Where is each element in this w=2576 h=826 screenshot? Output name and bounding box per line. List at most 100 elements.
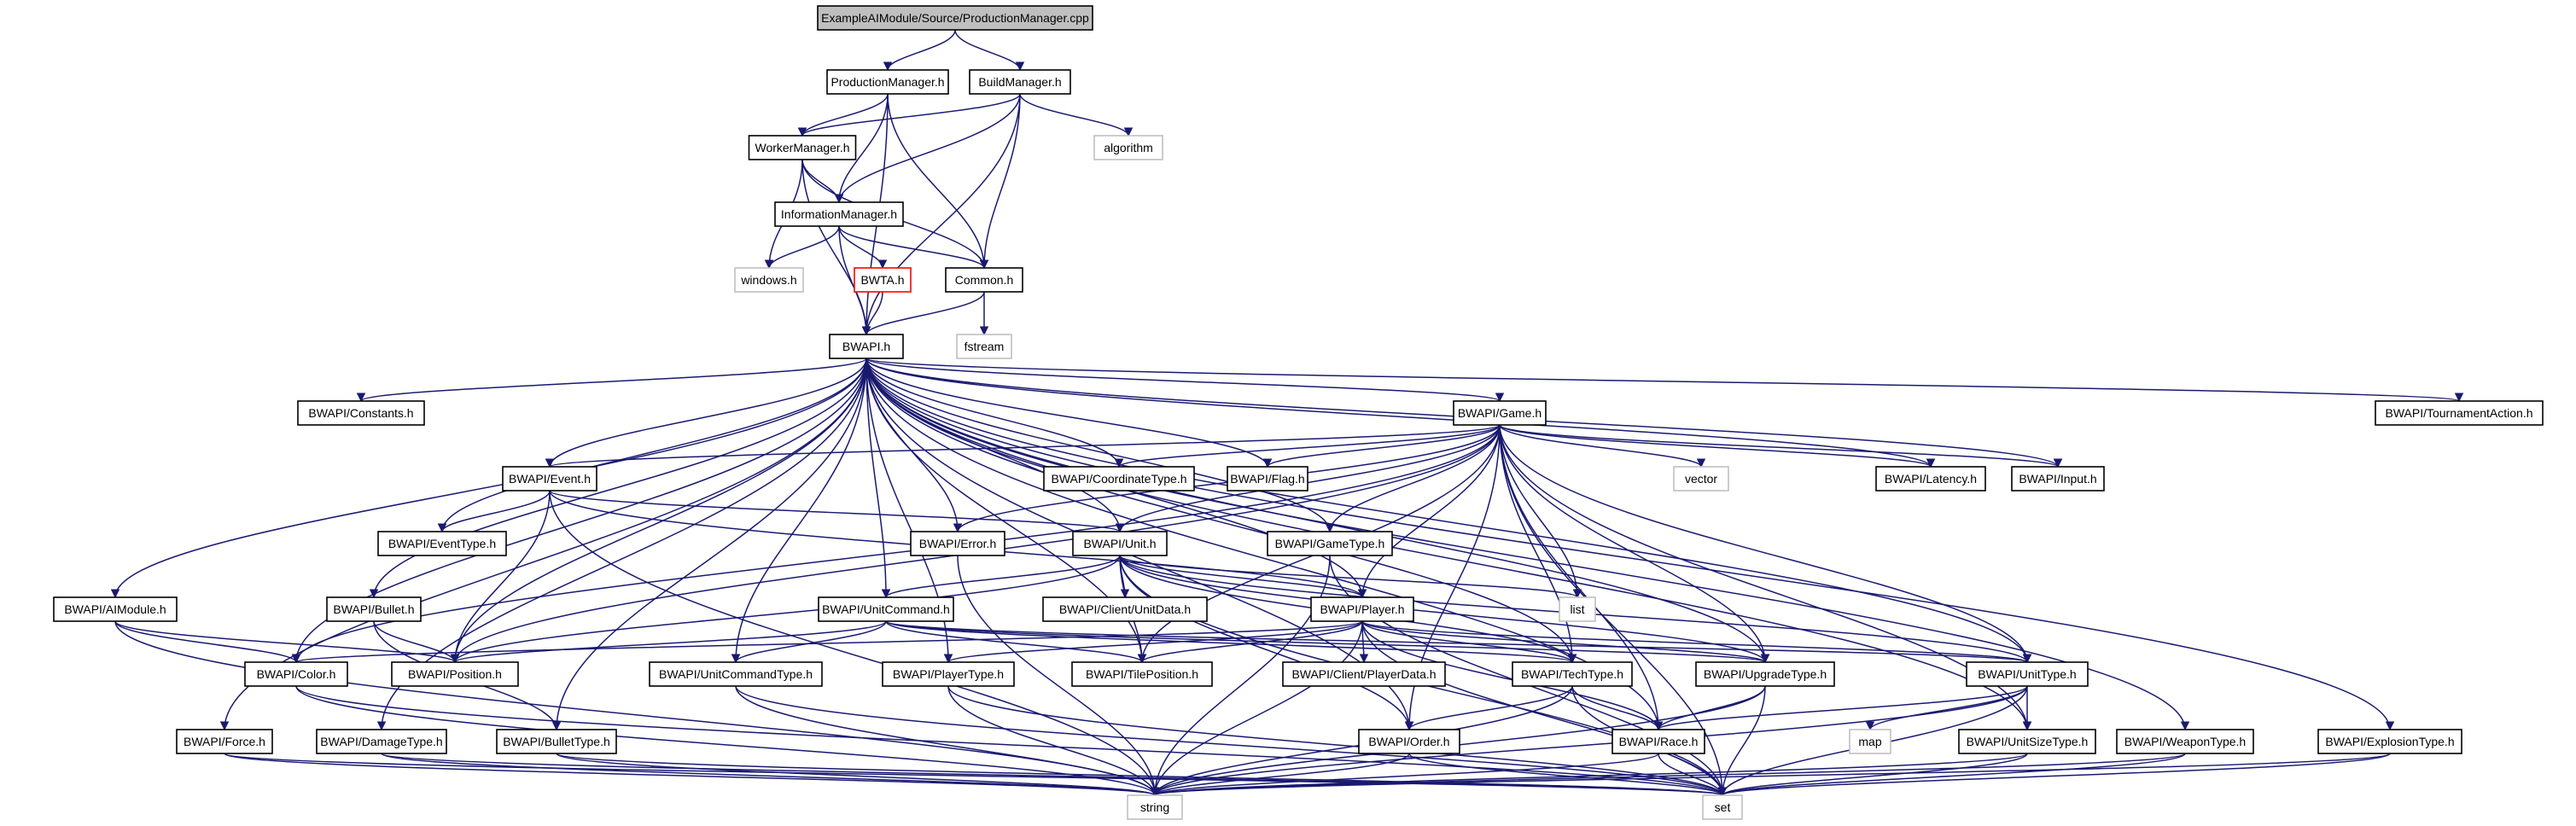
node-list[interactable]: list bbox=[1559, 596, 1596, 622]
node-workermgr[interactable]: WorkerManager.h bbox=[748, 135, 857, 160]
edge-infomgr-to-common bbox=[838, 225, 989, 270]
node-bullet[interactable]: BWAPI/Bullet.h bbox=[326, 596, 422, 622]
node-tournament[interactable]: BWAPI/TournamentAction.h bbox=[2375, 400, 2544, 426]
node-bwta[interactable]: BWTA.h bbox=[854, 267, 912, 293]
edge-techtype-to-race bbox=[1571, 685, 1664, 731]
edge-race-to-string bbox=[1151, 753, 1659, 797]
node-latency-label: BWAPI/Latency.h bbox=[1885, 472, 1977, 486]
node-windows[interactable]: windows.h bbox=[734, 267, 804, 293]
edge-playertype-to-string bbox=[947, 685, 1160, 797]
node-constants[interactable]: BWAPI/Constants.h bbox=[297, 400, 425, 426]
node-playertype[interactable]: BWAPI/PlayerType.h bbox=[882, 661, 1015, 687]
node-set[interactable]: set bbox=[1702, 794, 1743, 820]
edge-buildmgr-to-common bbox=[979, 93, 1021, 270]
node-upgradetype[interactable]: BWAPI/UpgradeType.h bbox=[1695, 661, 1835, 687]
node-player[interactable]: BWAPI/Player.h bbox=[1310, 596, 1414, 622]
node-coordtype-label: BWAPI/CoordinateType.h bbox=[1051, 472, 1186, 486]
edge-unit-to-list bbox=[1119, 555, 1582, 599]
edge-game-to-flag bbox=[1262, 424, 1501, 468]
node-fstream[interactable]: fstream bbox=[956, 334, 1012, 359]
node-clientplayer-box bbox=[1282, 661, 1446, 687]
node-clientplayer[interactable]: BWAPI/Client/PlayerData.h bbox=[1282, 661, 1446, 687]
node-explosion[interactable]: BWAPI/ExplosionType.h bbox=[2317, 729, 2462, 754]
node-unitsize[interactable]: BWAPI/UnitSizeType.h bbox=[1958, 729, 2096, 754]
node-bwapi[interactable]: BWAPI.h bbox=[829, 334, 904, 359]
node-eventtype[interactable]: BWAPI/EventType.h bbox=[377, 531, 507, 556]
node-string-label: string bbox=[1140, 800, 1169, 814]
edge-game-to-order bbox=[1404, 424, 1501, 731]
edge-unitcommand-to-unittype bbox=[885, 620, 2031, 664]
node-root[interactable]: ExampleAIModule/Source/ProductionManager… bbox=[817, 5, 1093, 31]
node-map-label: map bbox=[1858, 735, 1881, 748]
edge-unit-to-position bbox=[450, 555, 1121, 664]
node-infomgr[interactable]: InformationManager.h bbox=[774, 201, 904, 227]
edge-bullettype-to-string bbox=[556, 753, 1159, 797]
node-bwapi-label: BWAPI.h bbox=[842, 340, 890, 353]
node-vector-box bbox=[1673, 466, 1729, 492]
node-workermgr-label: WorkerManager.h bbox=[755, 141, 849, 154]
edge-game-to-event bbox=[545, 424, 1501, 468]
node-tournament-label: BWAPI/TournamentAction.h bbox=[2385, 406, 2532, 420]
node-vector[interactable]: vector bbox=[1673, 466, 1729, 492]
node-race[interactable]: BWAPI/Race.h bbox=[1611, 729, 1705, 754]
node-fstream-box bbox=[956, 334, 1012, 359]
edge-bwapi-to-bullettype bbox=[551, 358, 867, 731]
edge-game-to-color bbox=[291, 424, 1501, 664]
node-unittype[interactable]: BWAPI/UnitType.h bbox=[1966, 661, 2089, 687]
node-position-label: BWAPI/Position.h bbox=[408, 667, 502, 681]
node-prodmgr[interactable]: ProductionManager.h bbox=[826, 69, 949, 95]
node-unitcommand[interactable]: BWAPI/UnitCommand.h bbox=[818, 596, 954, 622]
node-aimodule-label: BWAPI/AIModule.h bbox=[64, 602, 166, 616]
node-string[interactable]: string bbox=[1127, 794, 1183, 820]
node-flag[interactable]: BWAPI/Flag.h bbox=[1227, 466, 1308, 492]
node-uctype[interactable]: BWAPI/UnitCommandType.h bbox=[649, 661, 823, 687]
node-common[interactable]: Common.h bbox=[945, 267, 1023, 293]
node-weapontype-box bbox=[2116, 729, 2254, 754]
edge-unittype-to-map bbox=[1865, 685, 2028, 731]
node-event[interactable]: BWAPI/Event.h bbox=[502, 466, 597, 492]
node-clientplayer-label: BWAPI/Client/PlayerData.h bbox=[1291, 667, 1436, 681]
node-flag-box bbox=[1227, 466, 1308, 492]
node-damagetype[interactable]: BWAPI/DamageType.h bbox=[316, 729, 447, 754]
node-latency[interactable]: BWAPI/Latency.h bbox=[1875, 466, 1986, 492]
node-windows-box bbox=[734, 267, 804, 293]
node-color[interactable]: BWAPI/Color.h bbox=[244, 661, 348, 687]
edge-buildmgr-to-algorithm bbox=[1019, 93, 1134, 137]
node-force-label: BWAPI/Force.h bbox=[184, 735, 265, 748]
node-unit[interactable]: BWAPI/Unit.h bbox=[1072, 531, 1168, 556]
node-input[interactable]: BWAPI/Input.h bbox=[2011, 466, 2105, 492]
node-force[interactable]: BWAPI/Force.h bbox=[176, 729, 273, 754]
node-set-label: set bbox=[1715, 800, 1731, 814]
edge-bwapi-to-uctype bbox=[731, 358, 867, 664]
edge-root-to-prodmgr bbox=[883, 29, 956, 72]
node-game[interactable]: BWAPI/Game.h bbox=[1453, 400, 1547, 426]
edge-bwapi-to-unitcommand bbox=[865, 358, 891, 599]
node-unit-label: BWAPI/Unit.h bbox=[1083, 537, 1156, 550]
node-tilepos[interactable]: BWAPI/TilePosition.h bbox=[1071, 661, 1213, 687]
node-map[interactable]: map bbox=[1849, 729, 1891, 754]
node-weapontype[interactable]: BWAPI/WeaponType.h bbox=[2116, 729, 2254, 754]
node-gametype[interactable]: BWAPI/GameType.h bbox=[1267, 531, 1393, 556]
node-order[interactable]: BWAPI/Order.h bbox=[1358, 729, 1460, 754]
node-techtype[interactable]: BWAPI/TechType.h bbox=[1512, 661, 1633, 687]
edge-force-to-string bbox=[224, 753, 1159, 797]
edge-prodmgr-to-infomgr bbox=[834, 93, 889, 204]
node-error[interactable]: BWAPI/Error.h bbox=[910, 531, 1005, 556]
node-bullettype[interactable]: BWAPI/BulletType.h bbox=[496, 729, 617, 754]
edge-unit-to-unitcommand bbox=[881, 555, 1121, 599]
node-algorithm[interactable]: algorithm bbox=[1093, 135, 1163, 160]
node-aimodule[interactable]: BWAPI/AIModule.h bbox=[53, 596, 178, 622]
node-buildmgr[interactable]: BuildManager.h bbox=[969, 69, 1071, 95]
node-playertype-box bbox=[882, 661, 1015, 687]
node-force-box bbox=[176, 729, 273, 754]
node-common-box bbox=[945, 267, 1023, 293]
node-aimodule-box bbox=[53, 596, 178, 622]
node-uctype-label: BWAPI/UnitCommandType.h bbox=[659, 667, 813, 681]
edge-bwapi-to-aimodule bbox=[110, 358, 867, 599]
node-input-label: BWAPI/Input.h bbox=[2019, 472, 2096, 486]
node-clientunit[interactable]: BWAPI/Client/UnitData.h bbox=[1042, 596, 1208, 622]
node-position[interactable]: BWAPI/Position.h bbox=[391, 661, 519, 687]
node-coordtype[interactable]: BWAPI/CoordinateType.h bbox=[1043, 466, 1195, 492]
node-string-box bbox=[1127, 794, 1183, 820]
node-color-label: BWAPI/Color.h bbox=[257, 667, 336, 681]
